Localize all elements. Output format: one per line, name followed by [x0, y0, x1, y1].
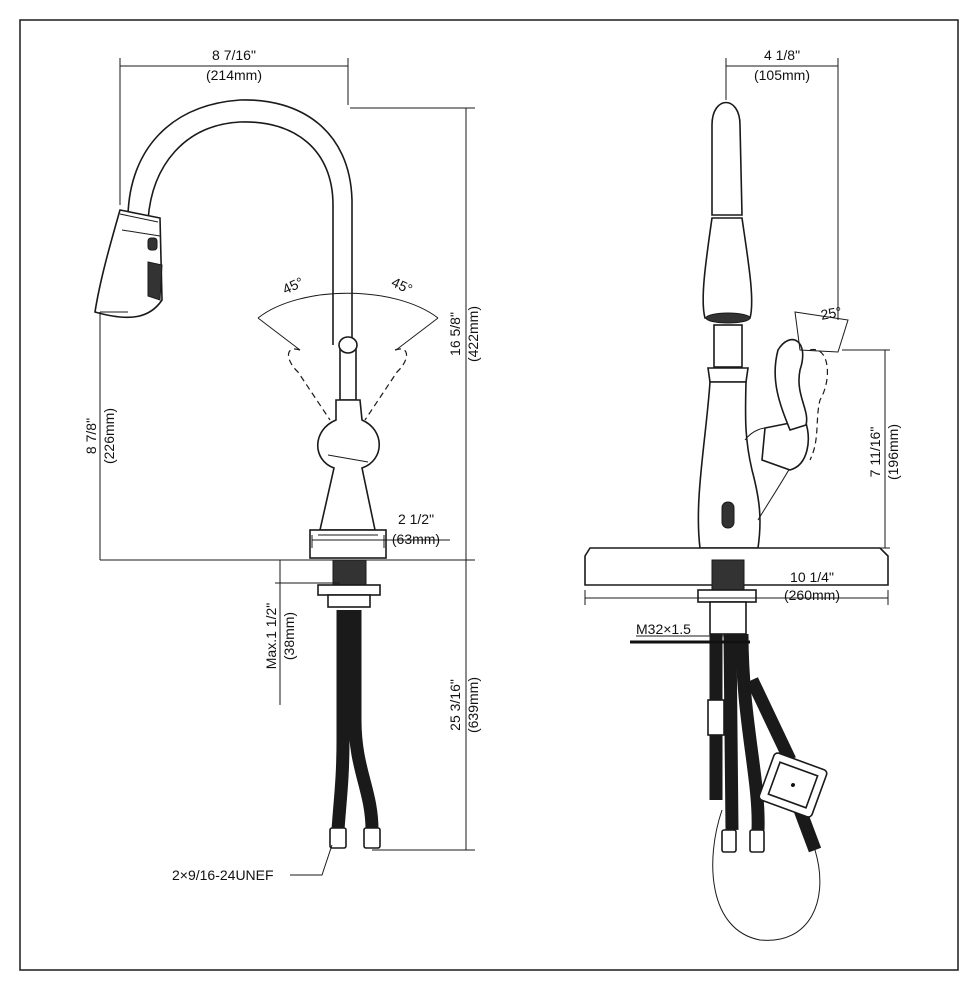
total-height-mm: (422mm) [465, 306, 481, 362]
front-view-dimensions [99, 58, 475, 876]
hose-length-inch: 25 3/16" [447, 679, 463, 731]
base-width-inch: 2 1/2" [398, 511, 434, 527]
handle-height-mm: (196mm) [885, 424, 901, 480]
handle-angle-left: 45° [280, 274, 306, 297]
side-reach-inch: 4 1/8" [764, 47, 800, 63]
thread-label: M32×1.5 [636, 621, 691, 637]
handle-angle-side: 25° [819, 303, 843, 322]
side-view-faucet [584, 101, 889, 941]
spout-reach-inch: 8 7/16" [212, 47, 256, 63]
side-view-dimensions [584, 58, 890, 644]
hose-length-mm: (639mm) [465, 677, 481, 733]
total-height-inch: 16 5/8" [447, 312, 463, 356]
max-deck-mm: (38mm) [281, 612, 297, 660]
spout-height-mm: (226mm) [101, 408, 117, 464]
handle-angle-right: 45° [389, 274, 415, 297]
frame-border [19, 19, 959, 971]
max-deck-inch: Max.1 1/2" [263, 603, 279, 669]
deckplate-mm: (260mm) [784, 587, 840, 603]
connector-label: 2×9/16-24UNEF [172, 867, 274, 883]
deckplate-inch: 10 1/4" [790, 569, 834, 585]
side-reach-mm: (105mm) [754, 67, 810, 83]
spout-height-inch: 8 7/8" [83, 418, 99, 454]
front-view-faucet [94, 99, 439, 849]
base-width-mm: (63mm) [392, 531, 440, 547]
spout-reach-mm: (214mm) [206, 67, 262, 83]
handle-height-inch: 7 11/16" [867, 427, 883, 478]
